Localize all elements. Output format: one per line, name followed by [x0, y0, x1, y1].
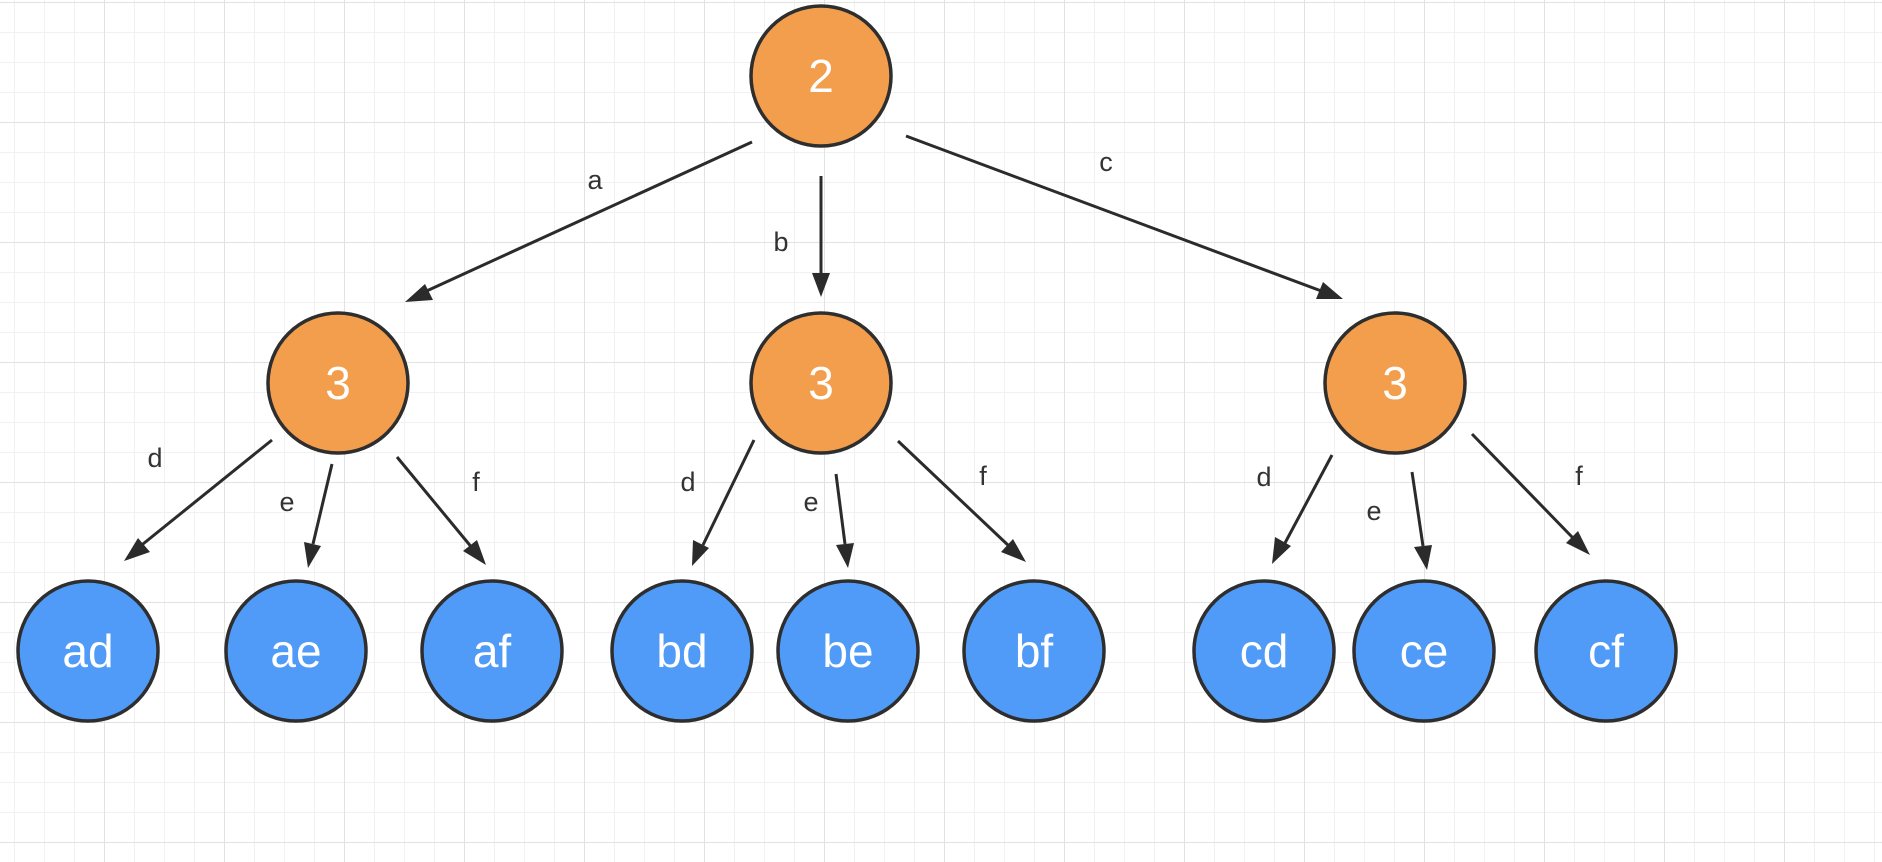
- edge-label-a-e: e: [279, 487, 294, 517]
- edge-root-b: [812, 176, 830, 297]
- leaf-node-ad-label: ad: [62, 625, 113, 677]
- leaf-node-cf: cf: [1534, 579, 1678, 723]
- leaf-node-be: be: [776, 579, 920, 723]
- leaf-node-bf: bf: [962, 579, 1106, 723]
- node-c-child-label: 3: [1382, 357, 1408, 409]
- leaf-node-bf-label: bf: [1015, 625, 1054, 677]
- node-a-child: 3: [266, 311, 410, 455]
- edge-label-c: c: [1099, 147, 1113, 177]
- node-c-child: 3: [1323, 311, 1467, 455]
- edge-label-a-f: f: [472, 467, 480, 497]
- edge-root-a: [405, 140, 753, 302]
- edge-label-b-e: e: [803, 487, 818, 517]
- node-a-child-label: 3: [325, 357, 351, 409]
- node-b-child: 3: [749, 311, 893, 455]
- node-root-label: 2: [808, 50, 834, 102]
- edge-a-e: [304, 463, 334, 568]
- edge-label-b-f: f: [979, 461, 987, 491]
- leaf-node-bd: bd: [610, 579, 754, 723]
- edge-c-f: [1470, 432, 1590, 555]
- edge-label-a: a: [587, 165, 603, 195]
- leaf-node-af: af: [420, 579, 564, 723]
- edge-label-c-f: f: [1575, 461, 1583, 491]
- edge-b-f: [896, 439, 1026, 562]
- edge-a-d: [124, 438, 273, 561]
- leaf-node-be-label: be: [822, 625, 873, 677]
- node-root: 2: [749, 4, 893, 148]
- leaf-node-cd: cd: [1192, 579, 1336, 723]
- edge-a-f: [395, 456, 486, 565]
- leaf-node-ce-label: ce: [1400, 625, 1449, 677]
- edge-c-e: [1410, 471, 1432, 570]
- edge-label-a-d: d: [147, 443, 162, 473]
- edge-label-b-d: d: [680, 467, 695, 497]
- leaf-node-ae: ae: [224, 579, 368, 723]
- leaf-node-cf-label: cf: [1588, 625, 1624, 677]
- leaf-node-af-label: af: [473, 625, 512, 677]
- edge-label-b: b: [773, 227, 788, 257]
- edge-root-c: [905, 134, 1343, 299]
- edge-b-d: [692, 439, 756, 566]
- leaf-node-ce: ce: [1352, 579, 1496, 723]
- edge-label-c-d: d: [1256, 462, 1271, 492]
- leaf-node-ad: ad: [16, 579, 160, 723]
- node-b-child-label: 3: [808, 357, 834, 409]
- leaf-node-bd-label: bd: [656, 625, 707, 677]
- edge-b-e: [834, 473, 854, 568]
- leaf-node-cd-label: cd: [1240, 625, 1289, 677]
- edge-c-d: [1272, 454, 1334, 564]
- edge-label-c-e: e: [1366, 496, 1381, 526]
- leaf-node-ae-label: ae: [270, 625, 321, 677]
